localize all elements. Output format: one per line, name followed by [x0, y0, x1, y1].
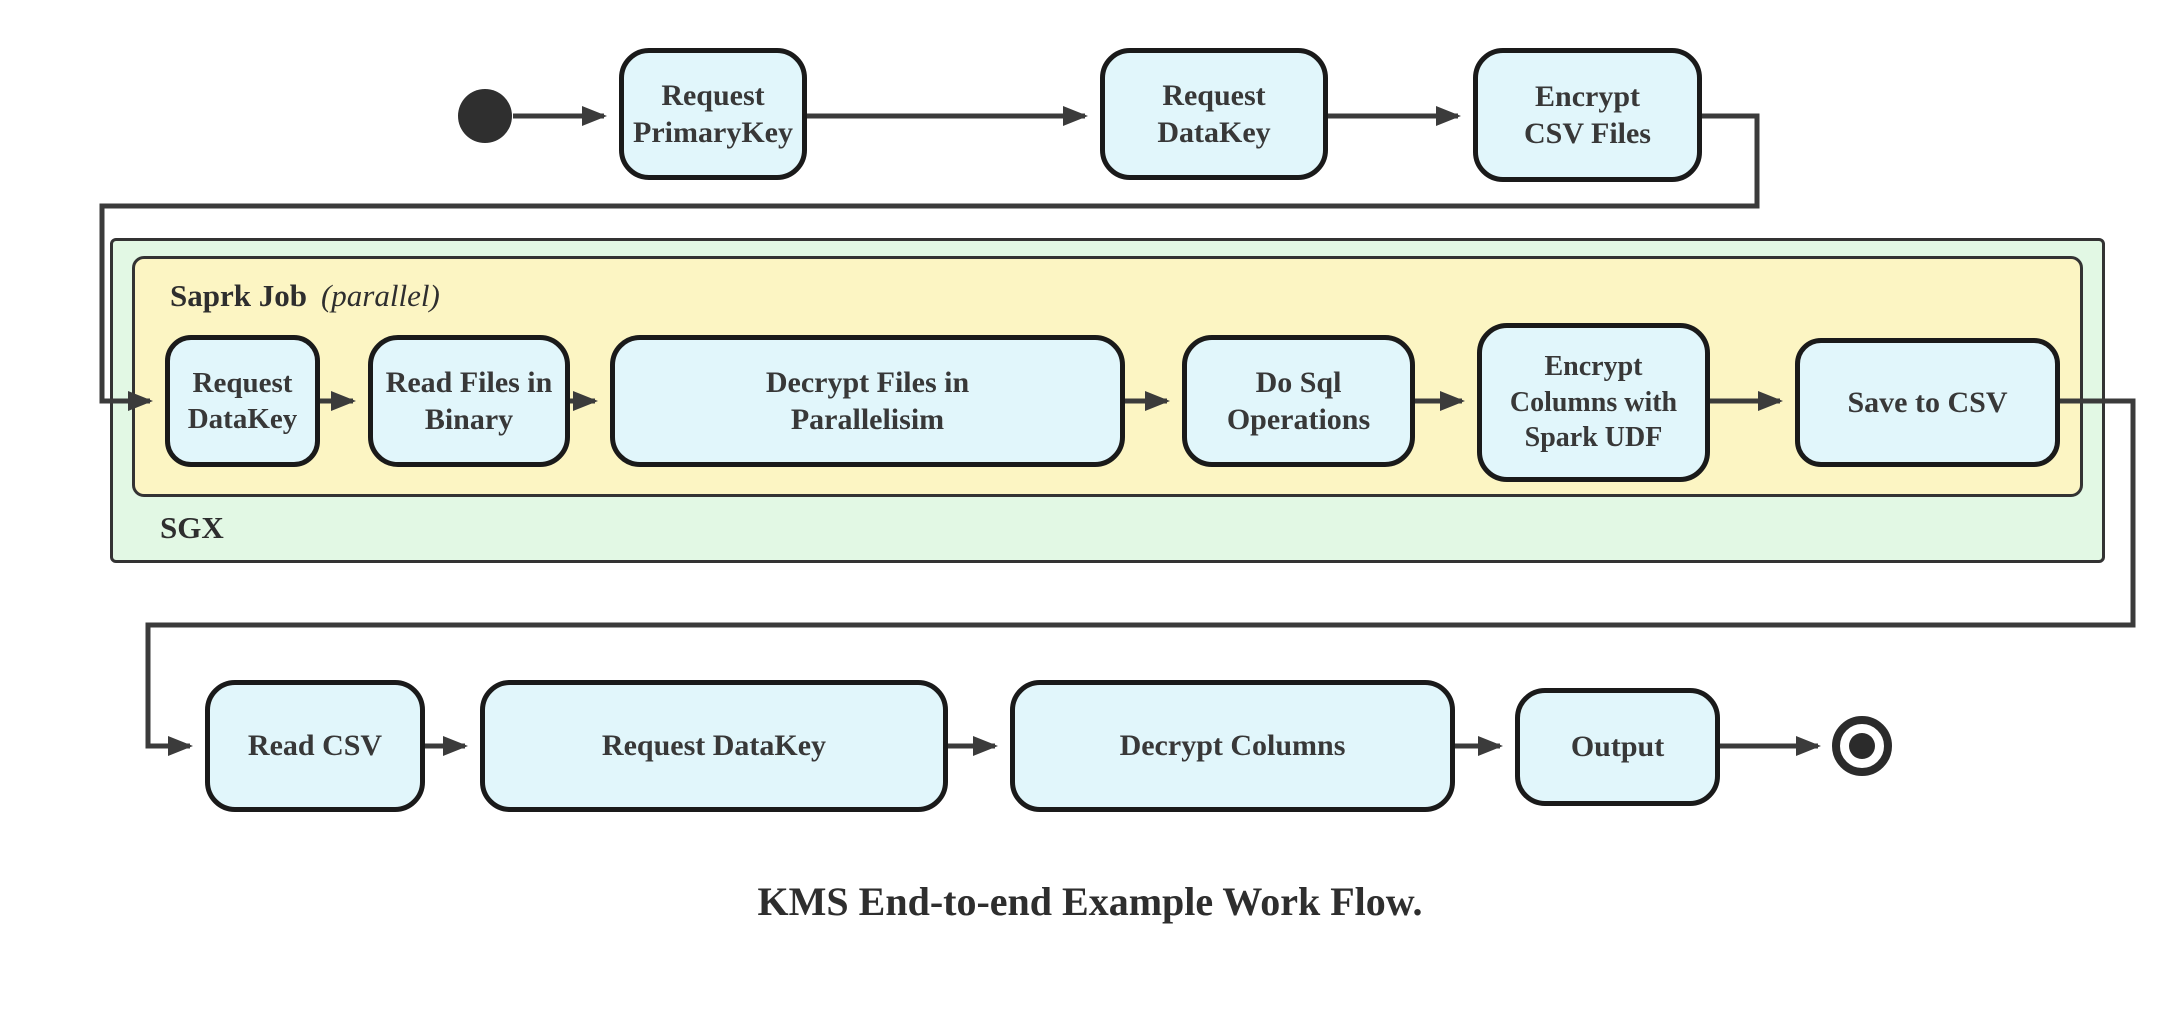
spark-job-label: Saprk Job (parallel): [170, 278, 440, 314]
node-read-csv: Read CSV: [205, 680, 425, 812]
node-request-primarykey: Request PrimaryKey: [619, 48, 807, 180]
spark-job-title: Saprk Job: [170, 278, 307, 313]
start-node: [458, 89, 512, 143]
diagram-caption: KMS End-to-end Example Work Flow.: [757, 879, 1423, 924]
end-node-dot: [1849, 733, 1875, 759]
node-save-to-csv: Save to CSV: [1795, 338, 2060, 467]
spark-job-qualifier: (parallel): [320, 278, 440, 313]
node-output: Output: [1515, 688, 1720, 806]
node-request-datakey-bottom: Request DataKey: [480, 680, 948, 812]
end-node: [1832, 716, 1892, 776]
sgx-label: SGX: [160, 510, 224, 545]
node-decrypt-files-parallelism: Decrypt Files in Parallelisim: [610, 335, 1125, 467]
node-encrypt-columns-spark-udf: Encrypt Columns with Spark UDF: [1477, 323, 1710, 482]
node-request-datakey-sgx: Request DataKey: [165, 335, 320, 467]
node-encrypt-csv-files: Encrypt CSV Files: [1473, 48, 1702, 182]
node-read-files-binary: Read Files in Binary: [368, 335, 570, 467]
node-decrypt-columns: Decrypt Columns: [1010, 680, 1455, 812]
node-request-datakey-top: Request DataKey: [1100, 48, 1328, 180]
node-do-sql-operations: Do Sql Operations: [1182, 335, 1415, 467]
